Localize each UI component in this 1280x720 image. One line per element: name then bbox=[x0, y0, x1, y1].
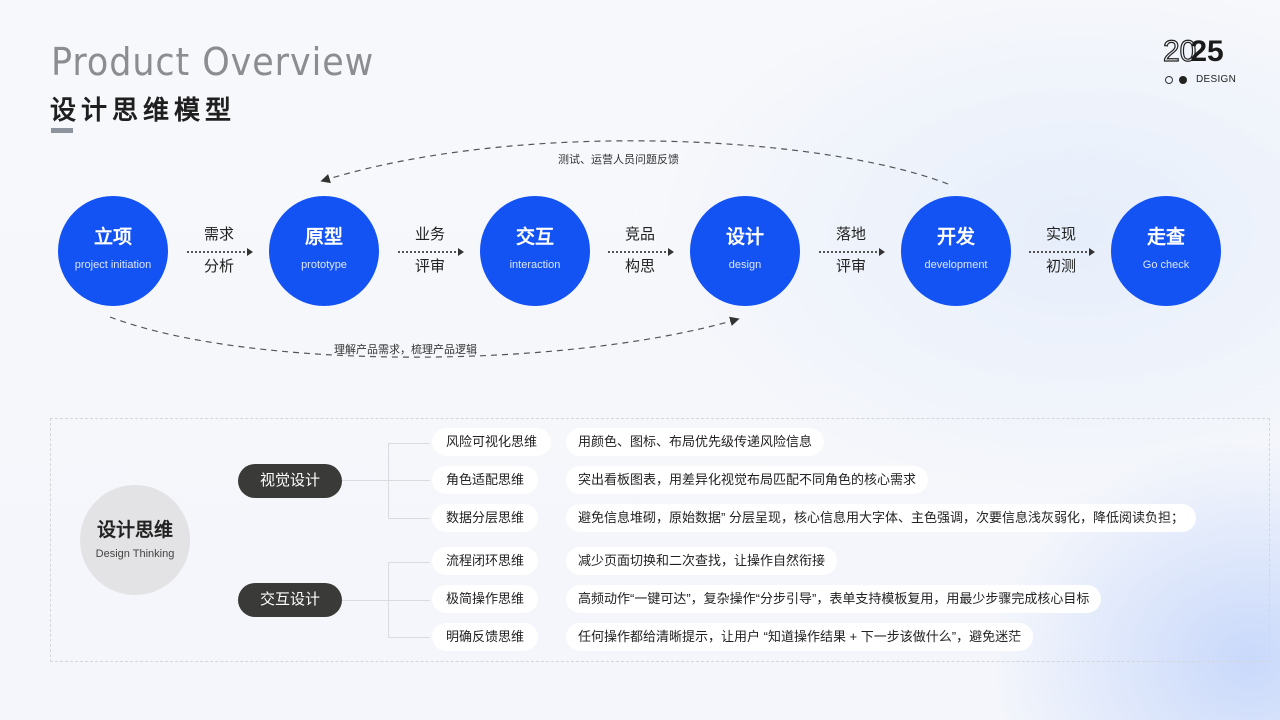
connector-bottom-label: 分析 bbox=[203, 258, 234, 275]
step-subtitle: design bbox=[728, 259, 762, 271]
dotted-line bbox=[1029, 251, 1091, 253]
step-subtitle: prototype bbox=[301, 259, 347, 271]
logo-year-solid: 25 bbox=[1190, 35, 1224, 68]
connector-bottom-label: 初测 bbox=[1045, 258, 1076, 275]
connector-requirement-analysis: 需求 分析 bbox=[181, 226, 257, 276]
connector-competitor-concept: 竞品 构思 bbox=[602, 226, 678, 276]
connector-landing-review: 落地 评审 bbox=[813, 226, 889, 276]
dotted-line bbox=[819, 251, 881, 253]
tree-connector bbox=[388, 518, 430, 519]
step-title: 原型 bbox=[304, 227, 343, 248]
connector-top-label: 落地 bbox=[835, 226, 866, 243]
tree-connector bbox=[388, 480, 430, 481]
step-title: 交互 bbox=[515, 227, 554, 248]
group-visual-design: 视觉设计 bbox=[238, 464, 342, 498]
design-thinking-panel bbox=[50, 418, 1270, 662]
center-title: 设计思维 bbox=[96, 520, 173, 541]
dotted-line bbox=[608, 251, 670, 253]
logo-year: 2025 bbox=[1162, 35, 1224, 68]
center-subtitle: Design Thinking bbox=[95, 548, 175, 560]
feedback-bottom-curve bbox=[109, 316, 740, 358]
thinking-item-label: 流程闭环思维 bbox=[432, 547, 539, 575]
feedback-arrows bbox=[109, 140, 949, 358]
tree-connector bbox=[388, 562, 389, 637]
page-title: 设计思维模型 bbox=[50, 95, 237, 125]
feedback-bottom-label: 理解产品需求，梳理产品逻辑 bbox=[334, 344, 477, 356]
thinking-item-desc: 避免信息堆砌，原始数据” 分层呈现，核心信息用大字体、主色强调，次要信息浅灰弱化… bbox=[566, 504, 1196, 532]
title-underline-accent bbox=[51, 128, 73, 133]
step-title: 走查 bbox=[1146, 227, 1185, 248]
tree-connector bbox=[388, 600, 430, 601]
thinking-item-desc: 减少页面切换和二次查找，让操作自然衔接 bbox=[566, 547, 838, 575]
connector-bottom-label: 评审 bbox=[414, 258, 445, 275]
design-thinking-center: 设计思维 Design Thinking bbox=[80, 485, 190, 595]
step-title: 开发 bbox=[936, 227, 975, 248]
logo-label: DESIGN bbox=[1196, 74, 1237, 85]
step-development: 开发 development bbox=[901, 196, 1011, 306]
step-title: 设计 bbox=[725, 227, 764, 248]
feedback-top-label: 测试、运营人员问题反馈 bbox=[558, 154, 679, 166]
connector-bottom-label: 评审 bbox=[835, 258, 866, 275]
step-prototype: 原型 prototype bbox=[269, 196, 379, 306]
step-design: 设计 design bbox=[690, 196, 800, 306]
connector-top-label: 竞品 bbox=[624, 226, 655, 243]
connector-bottom-label: 构思 bbox=[624, 258, 655, 275]
year-logo: 2025 DESIGN bbox=[1162, 35, 1236, 86]
connector-top-label: 实现 bbox=[1045, 226, 1076, 243]
filled-dot-icon bbox=[1179, 75, 1187, 84]
tree-connector bbox=[342, 480, 388, 481]
thinking-item-desc: 用颜色、图标、布局优先级传递风险信息 bbox=[566, 428, 825, 456]
tree-connector bbox=[388, 443, 430, 444]
arrow-right-icon bbox=[247, 248, 253, 256]
arrow-right-icon bbox=[879, 248, 885, 256]
feedback-top-curve bbox=[320, 140, 949, 185]
step-subtitle: project initiation bbox=[74, 259, 152, 271]
thinking-item-desc: 高频动作“一键可达”，复杂操作“分步引导”，表单支持模板复用，用最少步骤完成核心… bbox=[566, 585, 1102, 613]
step-project-initiation: 立项 project initiation bbox=[58, 196, 168, 306]
step-go-check: 走查 Go check bbox=[1111, 196, 1221, 306]
thinking-item-desc: 任何操作都给清晰提示，让用户 “知道操作结果 + 下一步该做什么”，避免迷茫 bbox=[566, 623, 1034, 651]
dotted-line bbox=[398, 251, 460, 253]
arrow-right-icon bbox=[458, 248, 464, 256]
step-subtitle: interaction bbox=[509, 259, 561, 271]
connector-business-review: 业务 评审 bbox=[392, 226, 468, 276]
thinking-item-label: 极简操作思维 bbox=[432, 585, 539, 613]
thinking-item-label: 风险可视化思维 bbox=[432, 428, 552, 456]
step-subtitle: development bbox=[924, 259, 988, 271]
connector-top-label: 需求 bbox=[203, 226, 234, 243]
thinking-item-desc: 突出看板图表，用差异化视觉布局匹配不同角色的核心需求 bbox=[566, 466, 929, 494]
thinking-item-label: 明确反馈思维 bbox=[432, 623, 539, 651]
arrow-right-icon bbox=[668, 248, 674, 256]
hollow-dot-icon bbox=[1165, 75, 1173, 84]
thinking-item-label: 数据分层思维 bbox=[432, 504, 539, 532]
step-title: 立项 bbox=[93, 227, 132, 248]
arrow-right-icon bbox=[1089, 248, 1095, 256]
logo-year-outline: 20 bbox=[1162, 35, 1197, 68]
thinking-item-label: 角色适配思维 bbox=[432, 466, 539, 494]
tree-connector bbox=[342, 600, 388, 601]
connector-implement-test: 实现 初测 bbox=[1023, 226, 1099, 276]
page-title-english: Product Overview bbox=[51, 40, 375, 84]
logo-dots: DESIGN bbox=[1165, 74, 1236, 85]
tree-connector bbox=[388, 562, 430, 563]
connector-top-label: 业务 bbox=[414, 226, 445, 243]
group-interaction-design: 交互设计 bbox=[238, 583, 342, 617]
tree-connector bbox=[388, 637, 430, 638]
step-interaction: 交互 interaction bbox=[480, 196, 590, 306]
step-subtitle: Go check bbox=[1142, 259, 1190, 271]
dotted-line bbox=[187, 251, 249, 253]
